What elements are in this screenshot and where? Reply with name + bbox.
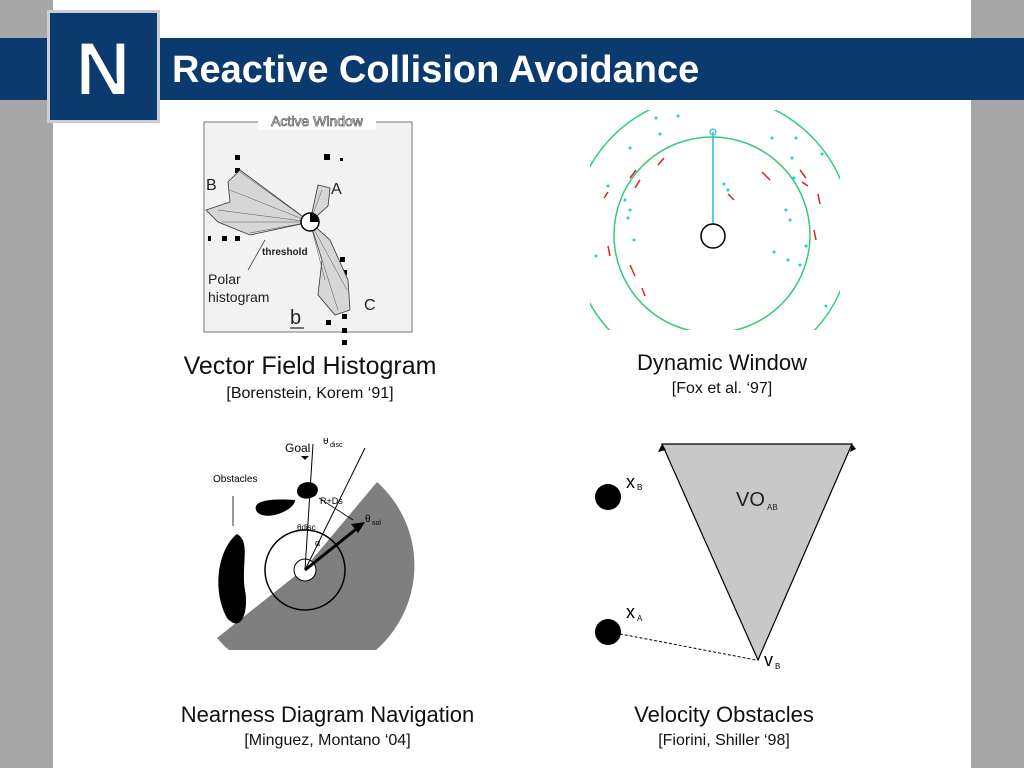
vo-label-vo: VO xyxy=(736,489,765,511)
vo-label-xb-sub: B xyxy=(637,483,642,492)
nd-label-goal: Goal xyxy=(285,441,310,455)
logo-n-icon: N xyxy=(75,26,132,113)
vfh-figure: Active Window xyxy=(200,110,420,355)
vo-label-vb-sub: B xyxy=(775,662,780,671)
vfh-citation: [Borenstein, Korem ‘91] xyxy=(226,385,394,402)
vo-caption: Velocity Obstacles [Fiorini, Shiller ‘98… xyxy=(572,702,876,750)
nd-disc-ray xyxy=(304,447,366,571)
university-logo: N xyxy=(47,10,160,123)
nd-label-rds: R+Ds xyxy=(320,496,343,506)
vfh-label-a: A xyxy=(331,181,342,198)
vfh-caption: Vector Field Histogram [Borenstein, Kore… xyxy=(160,352,460,403)
nd-goal-ray xyxy=(304,443,314,571)
nd-rds-line xyxy=(318,497,354,521)
dw-sensor-points xyxy=(594,114,828,308)
vo-citation: [Fiorini, Shiller ‘98] xyxy=(658,732,790,749)
nd-obstacle-3 xyxy=(218,534,247,624)
nd-obstacle-2 xyxy=(296,482,318,499)
dw-far-circle xyxy=(590,110,840,330)
dynamic-window-title: Dynamic Window xyxy=(637,350,807,375)
nd-label-disc: disc xyxy=(330,442,343,449)
nd-figure: Goal Obstacles R+Ds θ sol θ disc θdisc α xyxy=(205,436,415,678)
nd-label-odisc: θdisc xyxy=(297,523,316,532)
nd-free-sector xyxy=(217,482,415,678)
nd-label-theta-sol: θ xyxy=(365,514,371,525)
nd-label-obstacles: Obstacles xyxy=(213,474,257,485)
vfh-window-label: Active Window xyxy=(271,113,364,129)
vo-agent-a xyxy=(595,619,621,645)
vfh-robot-heading xyxy=(310,213,319,222)
dw-outer-circle xyxy=(613,136,811,330)
page-title: Reactive Collision Avoidance xyxy=(172,49,700,91)
nd-obstacle-1 xyxy=(255,499,295,516)
vo-relative-velocity-line xyxy=(609,631,757,661)
vfh-label-b: B xyxy=(206,177,217,194)
vfh-label-polar: Polar xyxy=(208,271,241,287)
vo-figure: x B x A VO AB v B xyxy=(588,436,863,686)
nd-caption: Nearness Diagram Navigation [Minguez, Mo… xyxy=(150,702,505,750)
vo-label-vb: v xyxy=(764,650,773,670)
nd-solution-arrow xyxy=(304,524,361,572)
vfh-pointer-line xyxy=(247,239,266,271)
vfh-label-histogram: histogram xyxy=(208,289,269,305)
nd-label-sol: sol xyxy=(372,520,381,527)
title-bar xyxy=(0,38,1024,100)
dw-obstacles xyxy=(603,157,821,297)
dynamic-window-caption: Dynamic Window [Fox et al. ‘97] xyxy=(572,350,872,398)
dw-goal-marker xyxy=(709,128,717,136)
vo-agent-b xyxy=(595,484,621,510)
nd-title: Nearness Diagram Navigation xyxy=(180,702,475,727)
logo-letter: N xyxy=(76,27,131,112)
nd-label-theta-disc: θ xyxy=(323,438,329,447)
vo-cone xyxy=(661,443,853,662)
vfh-label-small-b: b xyxy=(290,307,301,329)
vo-title: Velocity Obstacles xyxy=(634,702,814,727)
vo-left-arrow-icon xyxy=(658,444,666,452)
nd-safety-circle xyxy=(264,529,346,611)
dynamic-window-citation: [Fox et al. ‘97] xyxy=(671,380,773,397)
vfh-title: Vector Field Histogram xyxy=(183,352,437,380)
vo-label-xa: x xyxy=(626,602,635,622)
vfh-label-threshold: threshold xyxy=(262,247,308,258)
vo-label-xb: x xyxy=(626,472,635,492)
vo-right-arrow-icon xyxy=(850,444,856,452)
dw-robot xyxy=(700,223,726,249)
dynamic-window-figure xyxy=(590,110,840,335)
nd-label-alpha: α xyxy=(315,538,320,548)
vo-label-vo-sub: AB xyxy=(767,503,778,512)
vfh-window-label-bg xyxy=(258,114,376,130)
vfh-label-c: C xyxy=(364,297,376,314)
nd-arrowhead-icon xyxy=(351,522,365,533)
vo-label-xa-sub: A xyxy=(637,614,643,623)
nd-goal-icon xyxy=(301,456,309,460)
nd-citation: [Minguez, Montano ‘04] xyxy=(244,732,411,749)
